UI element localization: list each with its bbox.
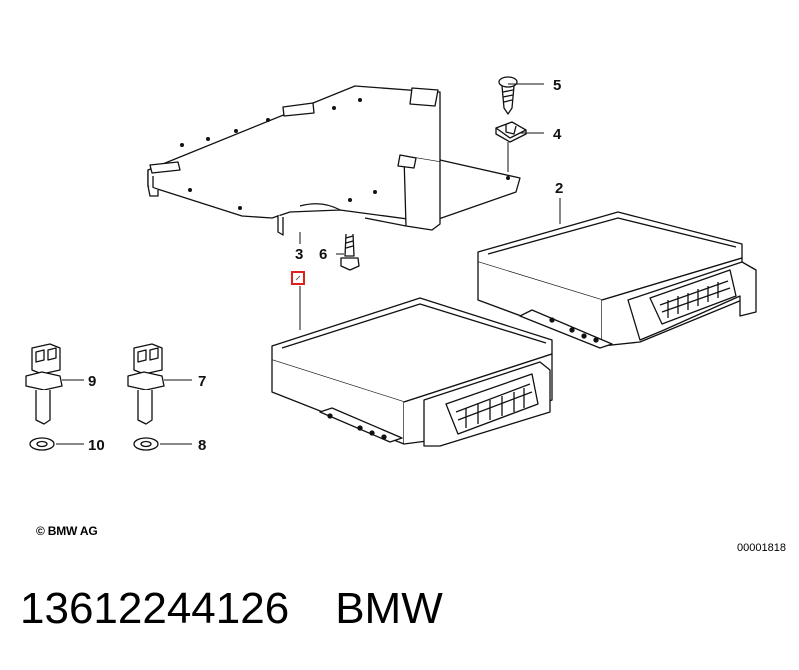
sensor-7 [127,343,165,425]
sensor-9 [25,343,63,425]
callout-7: 7 [198,373,206,390]
leader-lines [56,83,561,445]
bolt-part [340,233,360,271]
callout-4: 4 [553,126,562,143]
control-unit-back [477,211,757,349]
copyright-notice: © BMW AG [36,524,98,538]
washer-10 [29,437,55,451]
part-number: 13612244126 [20,584,290,633]
connector-pins-front [327,317,599,440]
parts-diagram: 5 4 2 3 6 9 7 10 8 [25,76,757,454]
mounting-bracket [147,85,521,236]
connector-pins-back [659,280,731,318]
callout-8: 8 [198,437,206,454]
callout-5: 5 [553,77,561,94]
callout-6: 6 [319,246,327,263]
diagram-id: 00001818 [737,542,786,554]
callout-2: 2 [555,180,563,197]
callout-9: 9 [88,373,96,390]
callout-3: 3 [295,246,303,263]
brand-name: BMW [335,584,443,633]
washer-8 [133,437,159,451]
part-caption: 13612244126 BMW [20,584,489,634]
selected-part-marker [291,271,305,285]
bracket-holes [180,98,510,210]
callout-10: 10 [88,437,105,454]
screw-part [498,76,518,115]
clip-nut-part [495,121,527,143]
control-unit-front [271,297,553,447]
